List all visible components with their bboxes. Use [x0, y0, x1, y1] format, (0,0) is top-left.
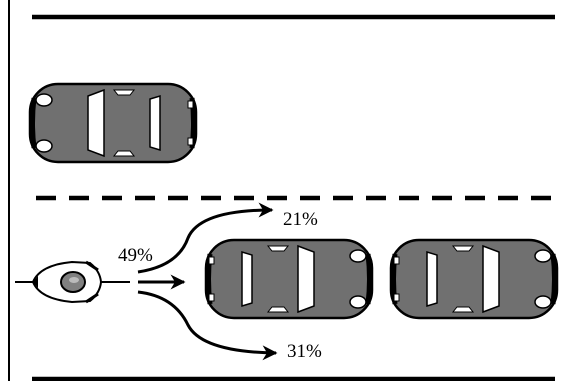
car-bottom-middle: [206, 240, 372, 318]
left-turn-percentage-label: 21%: [283, 209, 318, 230]
straight-percentage-label: 49%: [118, 245, 153, 266]
car-bottom-right: [391, 240, 557, 318]
right-turn-arrow: [137, 290, 278, 361]
car-top-lane: [30, 84, 196, 162]
right-turn-percentage-label: 31%: [287, 341, 322, 362]
left-turn-arrow: [137, 202, 274, 274]
motorcycle-icon: [31, 260, 103, 304]
